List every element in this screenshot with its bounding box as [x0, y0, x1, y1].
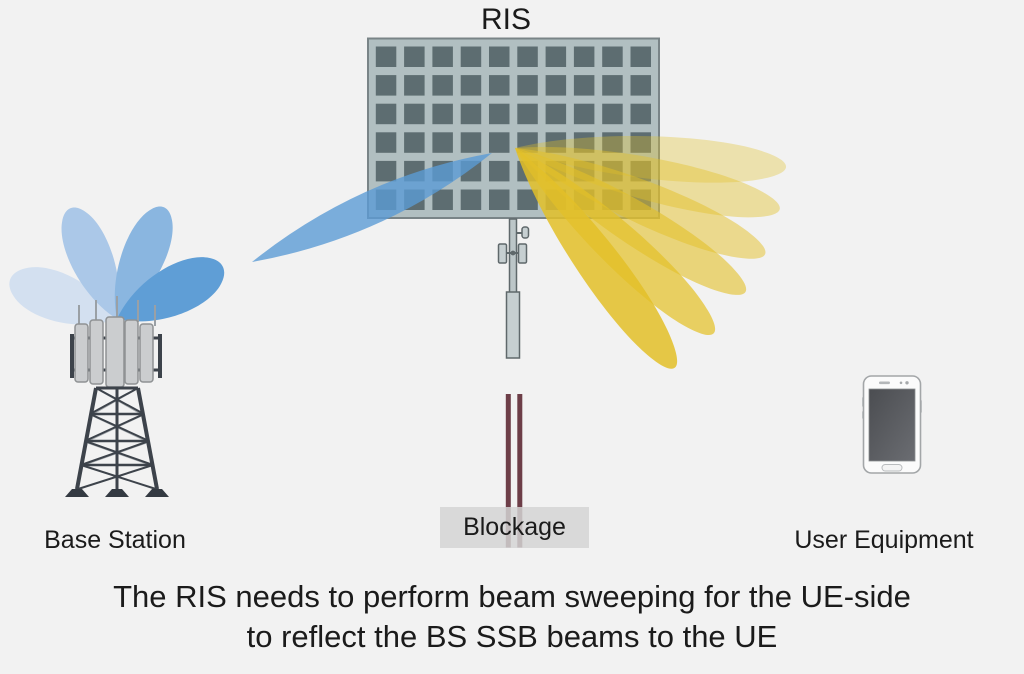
blockage-bars: [505, 394, 523, 548]
ris-cell: [517, 46, 538, 67]
bs-beam-petal: [117, 257, 225, 322]
ris-cell: [630, 132, 651, 153]
ris-cell: [517, 103, 538, 125]
ris-cell: [460, 103, 482, 125]
user-equipment-icon: [862, 375, 922, 474]
blockage-label-box: Blockage: [440, 507, 589, 548]
ris-cell: [545, 75, 567, 96]
ris-label: RIS: [480, 3, 531, 36]
ris-sweep-beam-petal: [515, 136, 786, 183]
ris-cell: [489, 160, 510, 182]
ris-cell: [489, 103, 510, 125]
ris-cell: [375, 160, 397, 182]
ris-cell: [375, 132, 397, 153]
ris-cell: [602, 75, 623, 96]
ris-cell: [545, 103, 567, 125]
ris-cell: [460, 75, 482, 96]
ris-cell: [545, 46, 567, 67]
ris-cell: [517, 75, 538, 96]
ris-cell: [517, 132, 538, 153]
ris-cell: [432, 189, 453, 210]
ris-cell: [432, 46, 453, 67]
bs-to-ris-beam: [252, 153, 492, 262]
ris-cell: [404, 75, 425, 96]
ris-cell: [630, 46, 651, 67]
base-station-label: Base Station: [44, 526, 186, 554]
bs-to-ris-beam-lobe: [252, 153, 492, 262]
ris-cell: [545, 132, 567, 153]
ris-sweep-beam-petal: [515, 148, 678, 369]
ris-cell: [432, 132, 453, 153]
bs-beam-petal: [114, 206, 173, 319]
ris-cell: [489, 189, 510, 210]
ris-cell: [432, 103, 453, 125]
user-equipment-label: User Equipment: [794, 526, 974, 554]
ris-cell: [573, 46, 595, 67]
blockage-bar: [517, 394, 523, 548]
ris-beam-sweep-fan: [515, 136, 786, 369]
ris-cell: [602, 132, 623, 153]
bs-beam-lobes: [9, 206, 225, 325]
base-station-icon: [65, 296, 169, 497]
bs-beam-petal: [61, 207, 120, 319]
ris-cell: [460, 189, 482, 210]
ris-cell: [375, 75, 397, 96]
ris-cell: [630, 75, 651, 96]
ris-cell: [432, 75, 453, 96]
ris-cell: [517, 189, 538, 210]
ris-pole-icon: [497, 218, 530, 359]
ris-cell: [375, 103, 397, 125]
ris-cell: [460, 132, 482, 153]
ris-cell: [573, 103, 595, 125]
ris-cell: [573, 75, 595, 96]
ris-cell: [489, 132, 510, 153]
caption-line-2: to reflect the BS SSB beams to the UE: [246, 619, 778, 654]
blockage-bar: [505, 394, 511, 548]
ris-cell: [489, 46, 510, 67]
ris-cell: [573, 132, 595, 153]
ris-cell: [602, 103, 623, 125]
caption-line-1: The RIS needs to perform beam sweeping f…: [113, 579, 911, 614]
ris-cell: [460, 46, 482, 67]
ris-cell: [375, 46, 397, 67]
ris-cell: [630, 103, 651, 125]
ris-cell: [404, 103, 425, 125]
ris-cell: [404, 132, 425, 153]
bs-beam-petal: [9, 267, 117, 325]
ris-cell: [630, 160, 651, 182]
ris-cell: [404, 46, 425, 67]
ris-cell: [489, 75, 510, 96]
ris-cell: [602, 46, 623, 67]
